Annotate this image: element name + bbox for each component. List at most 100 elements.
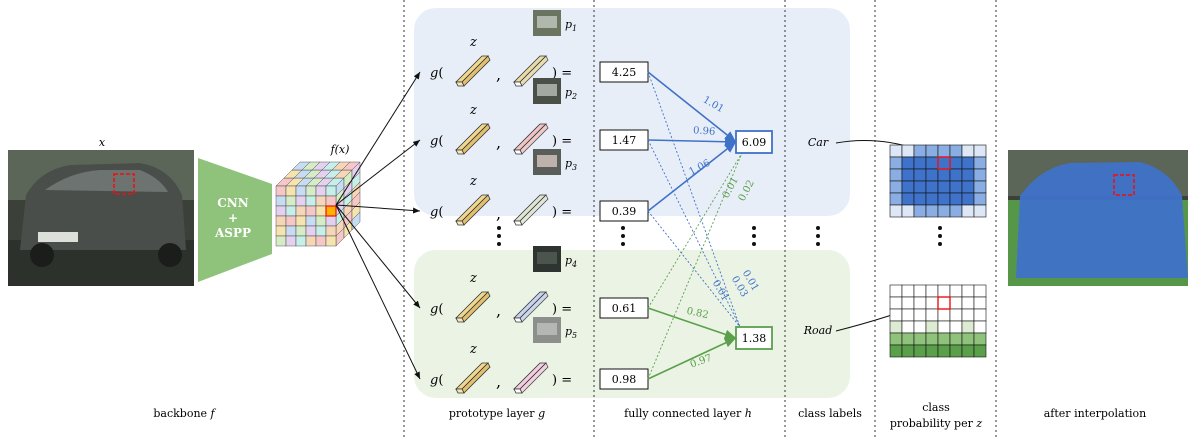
selected-cell — [937, 156, 951, 170]
car-weight-edge — [647, 71, 737, 143]
car-prototype-panel — [414, 8, 850, 216]
cnn-aspp-block: CNN + ASPP — [198, 158, 272, 282]
grid-cell — [889, 296, 903, 310]
grid-cell — [949, 296, 963, 310]
z-label: z — [469, 103, 477, 118]
grid-cell — [973, 284, 987, 298]
grid-cell — [913, 296, 927, 310]
grid-cell — [889, 308, 903, 322]
grid-cell — [889, 180, 903, 194]
car-weight-edge — [647, 136, 737, 147]
grid-cell — [949, 204, 963, 218]
car-to-road-edge — [647, 210, 741, 328]
grid-cell — [949, 192, 963, 206]
grid-cell — [973, 168, 987, 182]
close-equals: ) = — [552, 373, 572, 388]
class-label-road: Road — [803, 324, 833, 337]
score-value: 0.39 — [612, 205, 637, 218]
class-label-car: Car — [808, 136, 829, 149]
output-car-node: 6.09 — [735, 130, 773, 154]
grid-cell — [949, 332, 963, 346]
prototype-thumbnail — [533, 78, 561, 104]
comma: , — [496, 133, 501, 152]
grid-cell — [901, 332, 915, 346]
g-symbol: g( — [430, 373, 443, 388]
grid-cell — [973, 204, 987, 218]
footer-prototype: prototype layer — [449, 407, 535, 420]
cube-arrows — [335, 71, 421, 380]
grid-cell — [913, 332, 927, 346]
grid-cell — [949, 284, 963, 298]
road-probability-grid — [889, 284, 987, 358]
grid-cell — [901, 296, 915, 310]
grid-cell — [889, 144, 903, 158]
output-road-value: 1.38 — [742, 332, 767, 345]
section-separators — [403, 0, 997, 440]
grid-cell — [925, 192, 939, 206]
grid-cell — [913, 308, 927, 322]
footer-class-prob-1: class — [922, 401, 950, 414]
grid-cell — [973, 180, 987, 194]
road-weight-edge — [647, 307, 737, 339]
grid-cell — [925, 204, 939, 218]
grid-cell — [913, 320, 927, 334]
grid-cell — [961, 284, 975, 298]
cube-to-row-arrow — [335, 71, 421, 206]
svg-text:probability per z: probability per z — [890, 417, 983, 430]
prototype-label: p5 — [565, 325, 577, 340]
grid-cell — [889, 284, 903, 298]
grid-cell — [973, 156, 987, 170]
grid-cell — [973, 332, 987, 346]
g-symbol: g( — [430, 66, 443, 81]
weight-label: 0.82 — [685, 306, 709, 321]
z-label: z — [469, 342, 477, 357]
grid-cell — [925, 284, 939, 298]
grid-cell — [925, 168, 939, 182]
grid-cell — [889, 204, 903, 218]
footer-class-labels: class labels — [798, 407, 862, 420]
grid-cell — [937, 344, 951, 358]
footer-class-prob-2: probability per — [890, 417, 974, 430]
road-prototype-panel — [414, 250, 850, 398]
plus-label: + — [228, 211, 238, 225]
prototype-label: p3 — [565, 157, 577, 172]
output-road-node: 1.38 — [735, 326, 773, 350]
grid-cell — [949, 320, 963, 334]
grid-cell — [901, 180, 915, 194]
grid-cell — [925, 308, 939, 322]
comma: , — [496, 372, 501, 391]
car-probability-grid — [889, 144, 987, 218]
input-car-image — [8, 150, 194, 286]
grid-cell — [949, 168, 963, 182]
grid-cell — [913, 204, 927, 218]
grid-cell — [901, 204, 915, 218]
prototype-thumbnail — [533, 246, 561, 272]
grid-cell — [961, 156, 975, 170]
grid-cell — [925, 180, 939, 194]
car-to-road-edge — [647, 139, 741, 328]
grid-cell — [901, 168, 915, 182]
grid-cell — [961, 296, 975, 310]
grid-cell — [901, 320, 915, 334]
grid-cell — [937, 296, 951, 310]
grid-cell — [889, 320, 903, 334]
grid-cell — [925, 344, 939, 358]
comma: , — [496, 204, 501, 223]
grid-cell — [949, 156, 963, 170]
grid-cell — [937, 192, 951, 206]
score-value: 1.47 — [612, 134, 637, 147]
g-symbol: g( — [430, 205, 443, 220]
cube-to-row-arrow — [335, 204, 421, 309]
grid-cell — [973, 296, 987, 310]
grid-cell — [901, 144, 915, 158]
g-symbol: g( — [430, 134, 443, 149]
grid-cell — [925, 144, 939, 158]
footer-backbone: backbone — [153, 407, 207, 420]
grid-cell — [889, 344, 903, 358]
grid-cell — [901, 308, 915, 322]
score-value: 4.25 — [612, 66, 637, 79]
grid-cell — [949, 308, 963, 322]
grid-cell — [925, 296, 939, 310]
grid-cell — [961, 332, 975, 346]
grid-cell — [925, 156, 939, 170]
